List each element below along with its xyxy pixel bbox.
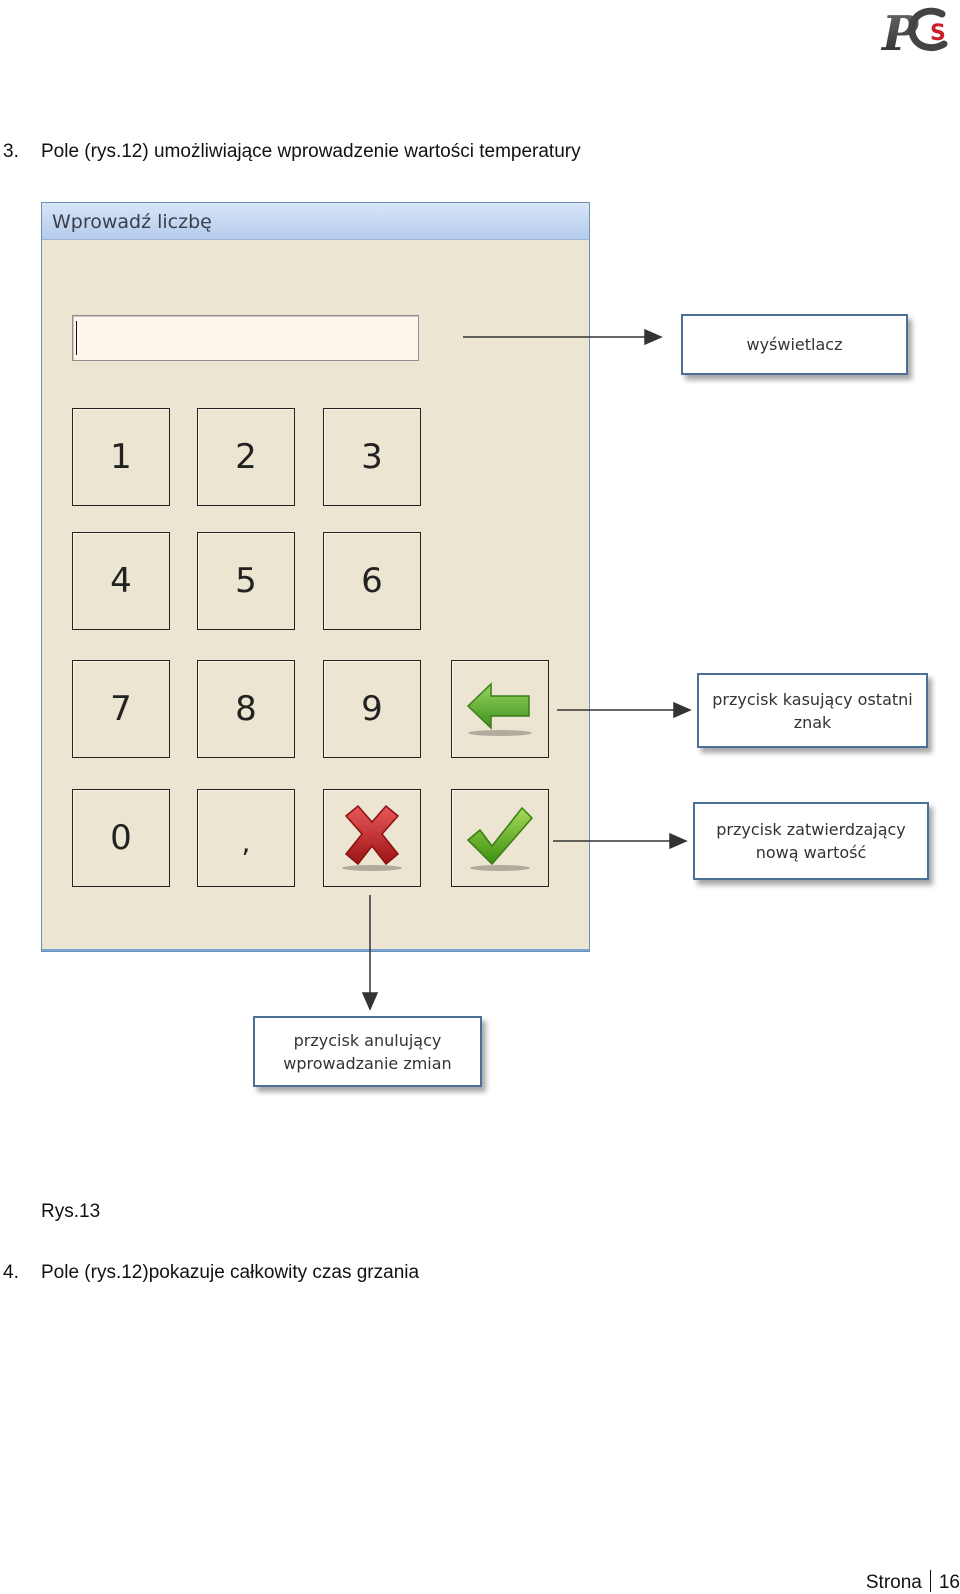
backspace-button[interactable]	[451, 660, 549, 758]
key-6[interactable]: 6	[323, 532, 421, 630]
list-item-3: 3. Pole (rys.12) umożliwiające wprowadze…	[3, 141, 643, 165]
cancel-button[interactable]	[323, 789, 421, 887]
arrow-left-icon	[465, 678, 535, 740]
key-label: 8	[235, 689, 257, 729]
page-label: Strona	[865, 1572, 922, 1593]
list-number: 4.	[3, 1262, 19, 1283]
key-9[interactable]: 9	[323, 660, 421, 758]
annotation-display: wyświetlacz	[681, 314, 908, 375]
list-text: Pole (rys.12)pokazuje całkowity czas grz…	[41, 1262, 420, 1283]
key-4[interactable]: 4	[72, 532, 170, 630]
key-label: 7	[110, 689, 132, 729]
confirm-button[interactable]	[451, 789, 549, 887]
key-label: ,	[241, 825, 251, 859]
annotation-confirm: przycisk zatwierdzający nową wartość	[693, 802, 929, 880]
key-3[interactable]: 3	[323, 408, 421, 506]
footer-divider	[929, 1570, 931, 1592]
key-label: 0	[110, 818, 132, 858]
green-check-icon	[464, 802, 536, 874]
page-number: 16	[938, 1572, 960, 1593]
value-display-input[interactable]	[72, 315, 419, 361]
key-label: 3	[361, 437, 383, 477]
key-1[interactable]: 1	[72, 408, 170, 506]
key-5[interactable]: 5	[197, 532, 295, 630]
number-input-dialog: Wprowadź liczbę 1 2 3 4 5 6 7 8 9 0 ,	[41, 202, 590, 952]
list-item-4: 4. Pole (rys.12)pokazuje całkowity czas …	[3, 1262, 643, 1286]
key-7[interactable]: 7	[72, 660, 170, 758]
red-x-icon	[336, 802, 408, 874]
key-2[interactable]: 2	[197, 408, 295, 506]
list-text: Pole (rys.12) umożliwiające wprowadzenie…	[41, 141, 581, 162]
key-comma[interactable]: ,	[197, 789, 295, 887]
key-8[interactable]: 8	[197, 660, 295, 758]
pcs-logo: P S	[880, 0, 956, 62]
figure-caption: Rys.13	[41, 1201, 101, 1222]
key-label: 5	[235, 561, 257, 601]
key-label: 1	[110, 437, 132, 477]
dialog-titlebar[interactable]: Wprowadź liczbę	[42, 203, 589, 240]
text-caret	[76, 321, 77, 355]
annotation-backspace: przycisk kasujący ostatni znak	[697, 673, 928, 748]
page-footer: Strona 16	[866, 1570, 960, 1594]
key-label: 2	[235, 437, 257, 477]
key-label: 9	[361, 689, 383, 729]
list-number: 3.	[3, 141, 19, 162]
annotation-cancel: przycisk anulujący wprowadzanie zmian	[253, 1016, 482, 1087]
key-label: 6	[361, 561, 383, 601]
key-0[interactable]: 0	[72, 789, 170, 887]
key-label: 4	[110, 561, 132, 601]
svg-text:S: S	[930, 21, 946, 46]
dialog-title: Wprowadź liczbę	[52, 211, 212, 233]
